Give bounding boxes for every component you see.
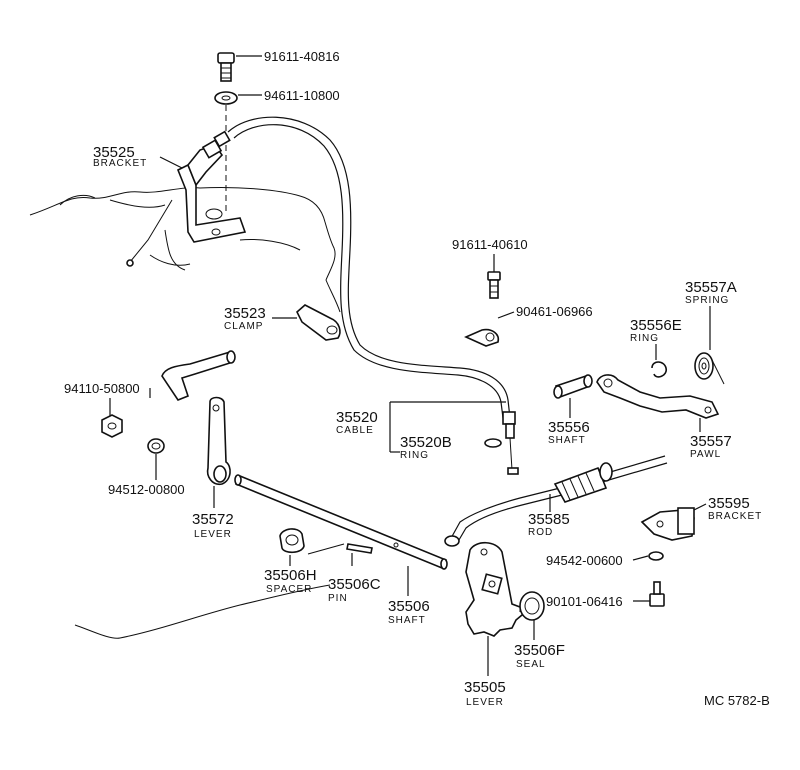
nut-94110-50800-icon — [101, 414, 123, 438]
transmission-case-outline — [29, 186, 341, 313]
part-number-91611-40816: 91611-40816 — [264, 49, 340, 64]
part-number-94512-00800: 94512-00800 — [108, 482, 185, 497]
spring-35557a-icon — [694, 352, 725, 385]
part-name-lever-35572: LEVER — [194, 529, 232, 540]
part-number-90101-06416: 90101-06416 — [546, 594, 623, 609]
part-name-seal: SEAL — [516, 659, 546, 670]
pin-35506c-icon — [346, 543, 373, 554]
clip-90461-06966-icon — [464, 328, 500, 347]
rod-35585-icon — [444, 455, 668, 547]
clamp-35523-icon — [296, 304, 341, 341]
part-number-94611-10800: 94611-10800 — [264, 88, 340, 103]
part-name-bracket-35595: BRACKET — [708, 511, 762, 522]
part-name-clamp: CLAMP — [224, 321, 263, 332]
pawl-35557-icon — [596, 374, 720, 419]
part-number-35572: 35572 — [192, 511, 234, 528]
part-number-35523: 35523 — [224, 305, 266, 322]
part-name-ring-35520b: RING — [400, 450, 429, 461]
part-name-ring-35556e: RING — [630, 333, 659, 344]
shaft-35506-icon — [234, 474, 448, 570]
bolt-91611-40816-icon — [217, 52, 235, 82]
bracket-35595-icon — [640, 507, 695, 541]
washer-94611-10800-icon — [214, 91, 238, 105]
part-name-pawl: PAWL — [690, 449, 721, 460]
part-number-35595: 35595 — [708, 495, 750, 512]
lever-35572-icon — [206, 396, 231, 486]
cable-35520-icon — [227, 116, 519, 475]
part-number-94542-00600: 94542-00600 — [546, 553, 623, 568]
part-number-35556: 35556 — [548, 419, 590, 436]
shaft-35556-icon — [553, 374, 593, 399]
part-number-35557a: 35557A — [685, 279, 737, 296]
part-number-35520b: 35520B — [400, 434, 452, 451]
bent-rod-icon — [161, 350, 236, 401]
bolt-91611-40610-icon — [487, 271, 501, 299]
part-name-spring: SPRING — [685, 295, 729, 306]
part-number-35506c: 35506C — [328, 576, 381, 593]
part-name-lever-35505: LEVER — [466, 697, 504, 708]
part-number-35585: 35585 — [528, 511, 570, 528]
seal-35506f-icon — [519, 591, 545, 621]
part-number-35557: 35557 — [690, 433, 732, 450]
part-number-35505: 35505 — [464, 679, 506, 696]
washer-94542-00600-icon — [648, 551, 664, 561]
part-name-spacer: SPACER — [266, 584, 312, 595]
ring-35556e-icon — [651, 361, 667, 378]
bracket-35525-icon — [126, 130, 247, 267]
part-number-35556e: 35556E — [630, 317, 682, 334]
part-number-35506f: 35506F — [514, 642, 565, 659]
lock-washer-94512-00800-icon — [147, 438, 165, 454]
bolt-90101-06416-icon — [649, 581, 665, 607]
part-name-cable: CABLE — [336, 425, 374, 436]
diagram-code: MC 5782-B — [704, 693, 770, 708]
part-number-90461-06966: 90461-06966 — [516, 304, 593, 319]
part-number-35520: 35520 — [336, 409, 378, 426]
body-outline-lower — [74, 584, 331, 639]
ring-35520b-icon — [484, 438, 502, 448]
part-name-bracket-35525: BRACKET — [93, 158, 147, 169]
spacer-35506h-icon — [279, 528, 305, 554]
part-name-rod: ROD — [528, 527, 553, 538]
part-name-pin: PIN — [328, 593, 348, 604]
lever-35505-icon — [465, 541, 530, 637]
part-number-35506: 35506 — [388, 598, 430, 615]
part-number-94110-50800: 94110-50800 — [64, 381, 140, 396]
part-number-35506h: 35506H — [264, 567, 317, 584]
part-name-shaft-35556: SHAFT — [548, 435, 586, 446]
part-name-shaft-35506: SHAFT — [388, 615, 426, 626]
part-number-35525: 35525 — [93, 144, 135, 161]
part-number-91611-40610: 91611-40610 — [452, 237, 528, 252]
